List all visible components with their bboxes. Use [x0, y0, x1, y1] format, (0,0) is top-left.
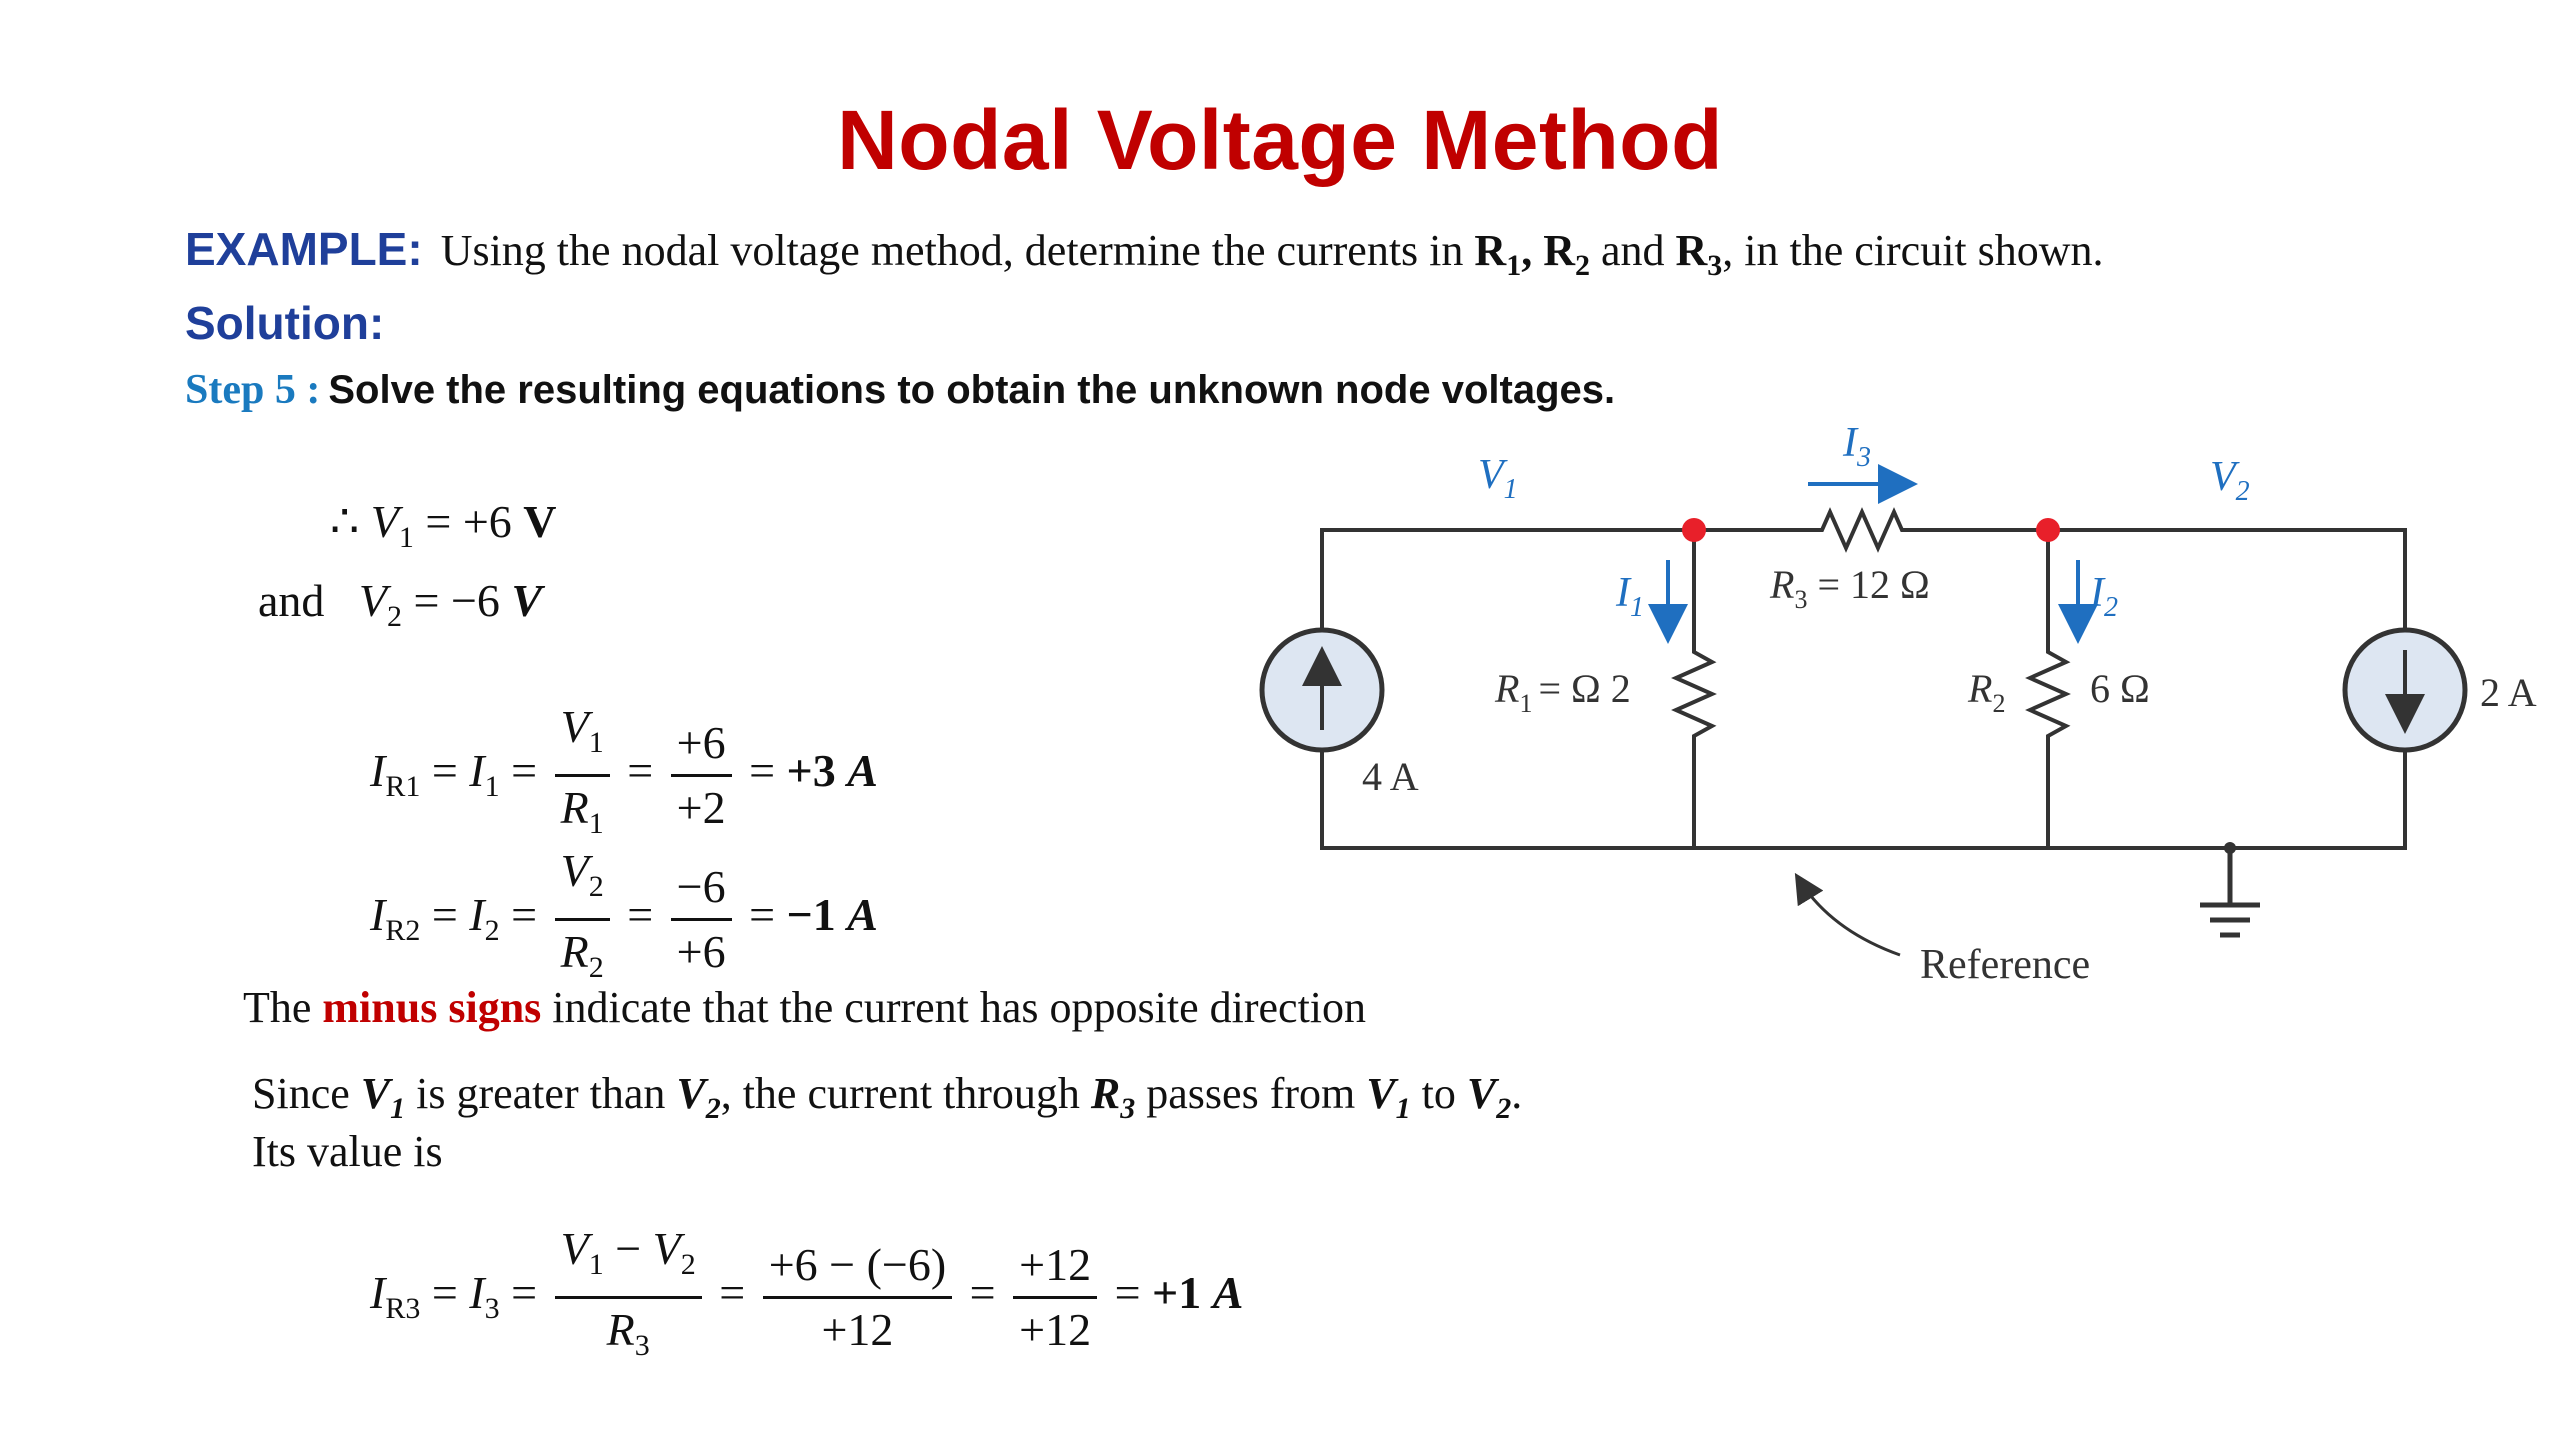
step-label: Step 5 : — [185, 367, 321, 413]
fraction-numeric-r3: +6 − (−6)+12 — [762, 1234, 953, 1361]
example-label: EXAMPLE: — [185, 223, 423, 275]
label-r3: R3= 12 Ω — [1769, 562, 1930, 614]
fraction-numeric-r1: +6+2 — [670, 712, 732, 839]
since-paragraph: Since V1 is greater than V2, the current… — [252, 1069, 1523, 1125]
label-i2: I2 — [2089, 570, 2118, 623]
label-i1: I1 — [1615, 570, 1644, 623]
step-heading: Step 5 :Solve the resulting equations to… — [185, 366, 1615, 414]
example-text: Using the nodal voltage method, determin… — [440, 226, 2104, 282]
circuit-diagram: V1 V2 I3 I1 I2 R3= 12 Ω R1= Ω 2 R2 6 Ω 4… — [1259, 420, 2537, 988]
example-statement: EXAMPLE: Using the nodal voltage method, … — [185, 222, 2104, 283]
label-r1: R1= Ω 2 — [1494, 666, 1631, 718]
label-v1: V1 — [1478, 452, 1518, 505]
resistor-r1 — [1671, 640, 1717, 750]
label-v2: V2 — [2210, 454, 2250, 507]
label-source-4a: 4 A — [1362, 754, 1419, 799]
page-title: Nodal Voltage Method — [837, 93, 1723, 187]
v1-result: ∴ V1 = +6 V — [330, 496, 557, 554]
reference-arrow — [1794, 872, 1901, 957]
v2-result: and V2 = −6 V — [258, 575, 543, 633]
label-r2: R2 — [1967, 666, 2005, 718]
label-r2-value: 6 Ω — [2090, 666, 2150, 711]
resistor-r2 — [2025, 640, 2071, 750]
current-source-2a — [2342, 627, 2468, 753]
minus-signs-note: The minus signs indicate that the curren… — [243, 983, 1367, 1032]
node-v1-dot — [1682, 518, 1706, 542]
its-value-line: Its value is — [252, 1127, 443, 1176]
fraction-simplified-r3: +12+12 — [1013, 1234, 1098, 1361]
step-text: Solve the resulting equations to obtain … — [328, 368, 1616, 412]
resistor-r3 — [1810, 507, 1912, 553]
current-source-4a — [1259, 627, 1385, 753]
label-reference: Reference — [1920, 942, 2090, 988]
ground-icon — [2200, 842, 2260, 938]
label-source-2a: 2 A — [2480, 670, 2537, 715]
fraction-numeric-r2: −6+6 — [670, 856, 732, 983]
node-v2-dot — [2036, 518, 2060, 542]
solution-label: Solution: — [185, 297, 385, 349]
label-i3: I3 — [1842, 420, 1871, 473]
